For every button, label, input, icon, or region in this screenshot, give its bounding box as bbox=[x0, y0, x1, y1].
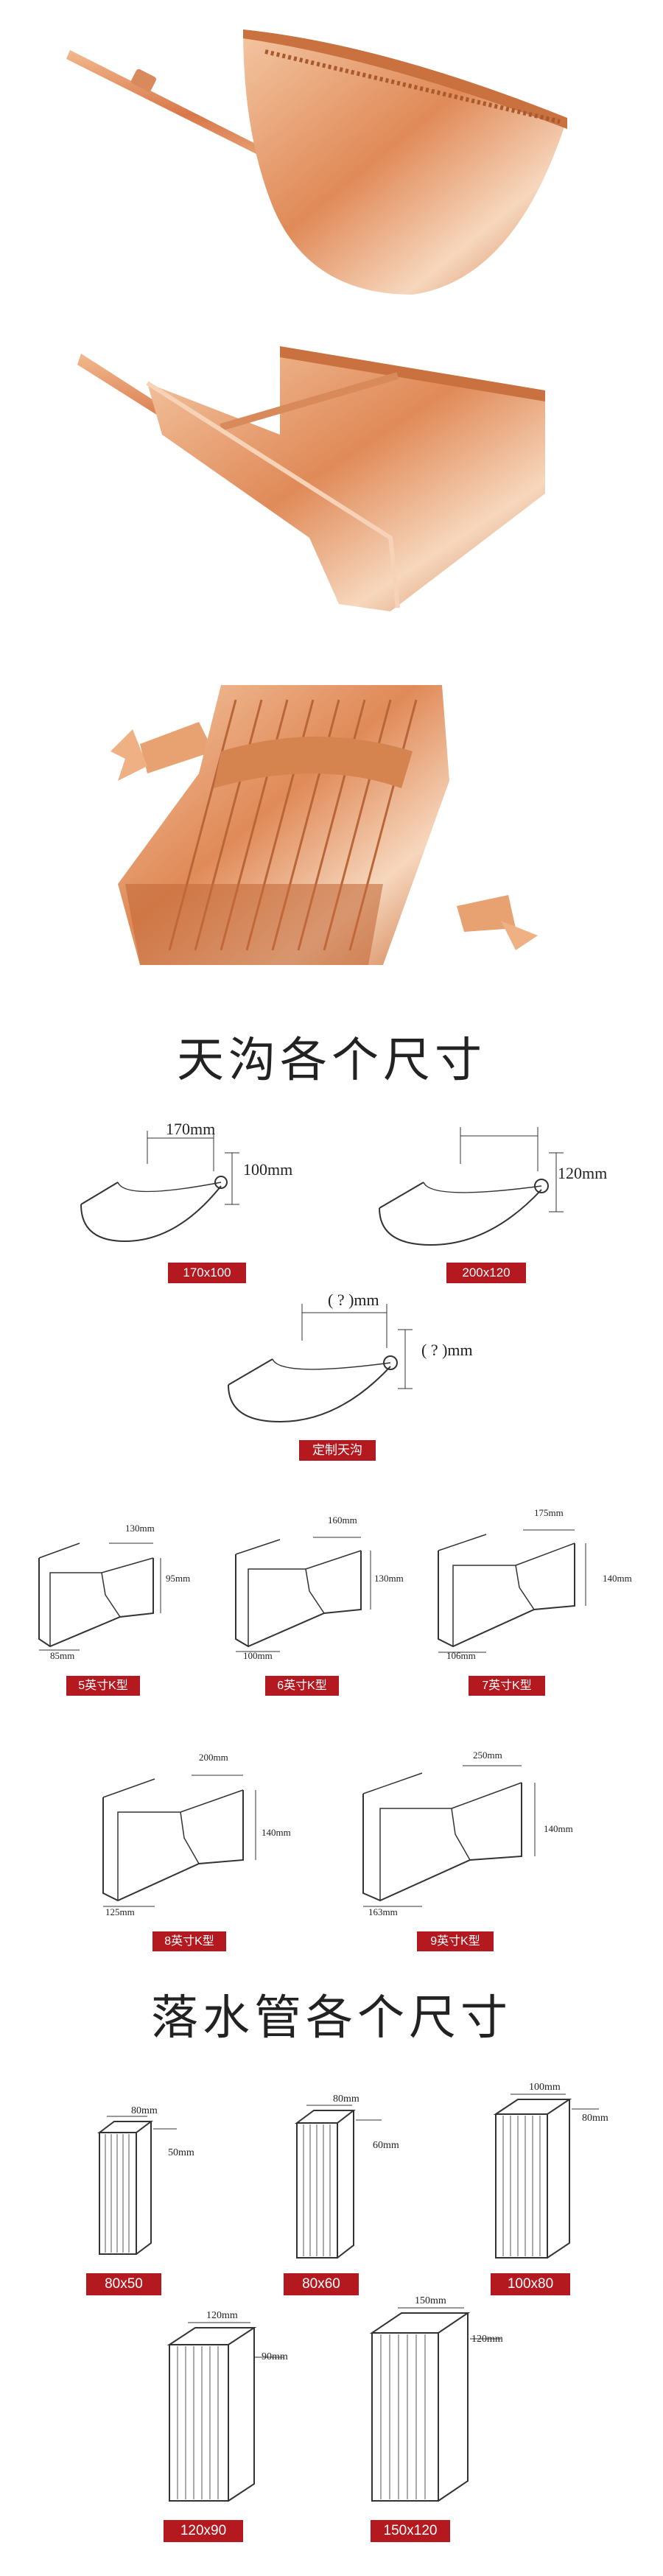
custom-gutter-badge: 定制天沟 bbox=[299, 1440, 376, 1461]
k-style-side-label: 130mm bbox=[374, 1573, 404, 1584]
k-style-gutter-photo bbox=[77, 346, 545, 611]
downpipe-depth-label: 90mm bbox=[262, 2351, 288, 2362]
downpipe-badge: 100x80 bbox=[491, 2273, 570, 2295]
downpipe-width-label: 100mm bbox=[529, 2082, 561, 2093]
custom-width-label: ( ? )mm bbox=[328, 1291, 379, 1309]
half-round-badge: 170x100 bbox=[168, 1263, 246, 1283]
half-round-badge: 200x120 bbox=[446, 1263, 526, 1283]
k-style-badge: 5英寸K型 bbox=[66, 1676, 140, 1696]
downpipe-badge: 80x60 bbox=[284, 2273, 359, 2295]
custom-height-label: ( ? )mm bbox=[421, 1341, 473, 1359]
k-style-base-label: 163mm bbox=[368, 1906, 398, 1917]
downpipe-depth-label: 120mm bbox=[471, 2334, 503, 2345]
k-style-diagram bbox=[235, 1537, 371, 1652]
downpipe-width-label: 80mm bbox=[333, 2094, 359, 2105]
downpipe-diagram bbox=[294, 2105, 382, 2259]
half-round-height-label: 100mm bbox=[243, 1160, 293, 1179]
half-round-width-label: 170mm bbox=[166, 1120, 216, 1138]
downpipe-badge: 150x120 bbox=[371, 2520, 450, 2542]
half-round-gutter-photo bbox=[66, 29, 567, 295]
downpipe-badge: 120x90 bbox=[164, 2520, 243, 2542]
k-style-base-label: 85mm bbox=[50, 1650, 75, 1661]
k-style-badge: 7英寸K型 bbox=[469, 1676, 545, 1696]
half-round-height-label: 120mm bbox=[558, 1164, 608, 1182]
k-style-side-label: 140mm bbox=[262, 1827, 291, 1838]
k-style-badge: 6英寸K型 bbox=[265, 1676, 339, 1696]
downpipe-diagram bbox=[166, 2322, 284, 2502]
k-style-top-label: 160mm bbox=[328, 1515, 357, 1526]
downpipe-diagram bbox=[97, 2116, 177, 2255]
k-style-diagram bbox=[38, 1543, 161, 1651]
downpipe-diagram bbox=[493, 2094, 599, 2259]
k-style-top-label: 175mm bbox=[534, 1507, 564, 1518]
k-style-top-label: 130mm bbox=[125, 1523, 155, 1534]
k-style-diagram bbox=[362, 1765, 536, 1907]
downpipe-badge: 80x50 bbox=[86, 2273, 161, 2295]
k-style-diagram bbox=[102, 1775, 256, 1907]
k-style-diagram bbox=[438, 1529, 586, 1653]
k-style-badge: 8英寸K型 bbox=[152, 1931, 226, 1951]
k-style-badge: 9英寸K型 bbox=[417, 1931, 494, 1951]
downpipe-width-label: 120mm bbox=[206, 2310, 238, 2321]
downpipe-width-label: 80mm bbox=[131, 2105, 158, 2116]
half-round-gutter-diagram bbox=[379, 1127, 564, 1246]
k-style-top-label: 200mm bbox=[199, 1752, 228, 1763]
downpipe-sizes-title: 落水管各个尺寸 bbox=[151, 1991, 512, 2046]
downpipe-depth-label: 80mm bbox=[582, 2113, 608, 2124]
half-round-gutter-diagram bbox=[80, 1131, 239, 1243]
k-style-side-label: 140mm bbox=[603, 1573, 632, 1584]
downpipe-depth-label: 50mm bbox=[168, 2147, 194, 2158]
k-style-base-label: 125mm bbox=[105, 1906, 135, 1917]
k-style-base-label: 106mm bbox=[446, 1650, 476, 1661]
downpipe-width-label: 150mm bbox=[415, 2295, 446, 2306]
k-style-side-label: 140mm bbox=[544, 1823, 573, 1834]
k-style-side-label: 95mm bbox=[166, 1573, 191, 1584]
downpipe-diagram bbox=[369, 2307, 501, 2502]
downpipe-bracket-photo bbox=[110, 685, 538, 965]
k-style-top-label: 250mm bbox=[473, 1749, 502, 1761]
custom-gutter-diagram bbox=[228, 1304, 413, 1423]
downpipe-depth-label: 60mm bbox=[373, 2140, 399, 2151]
k-style-base-label: 100mm bbox=[243, 1650, 273, 1661]
gutter-sizes-title: 天沟各个尺寸 bbox=[177, 1033, 486, 1088]
